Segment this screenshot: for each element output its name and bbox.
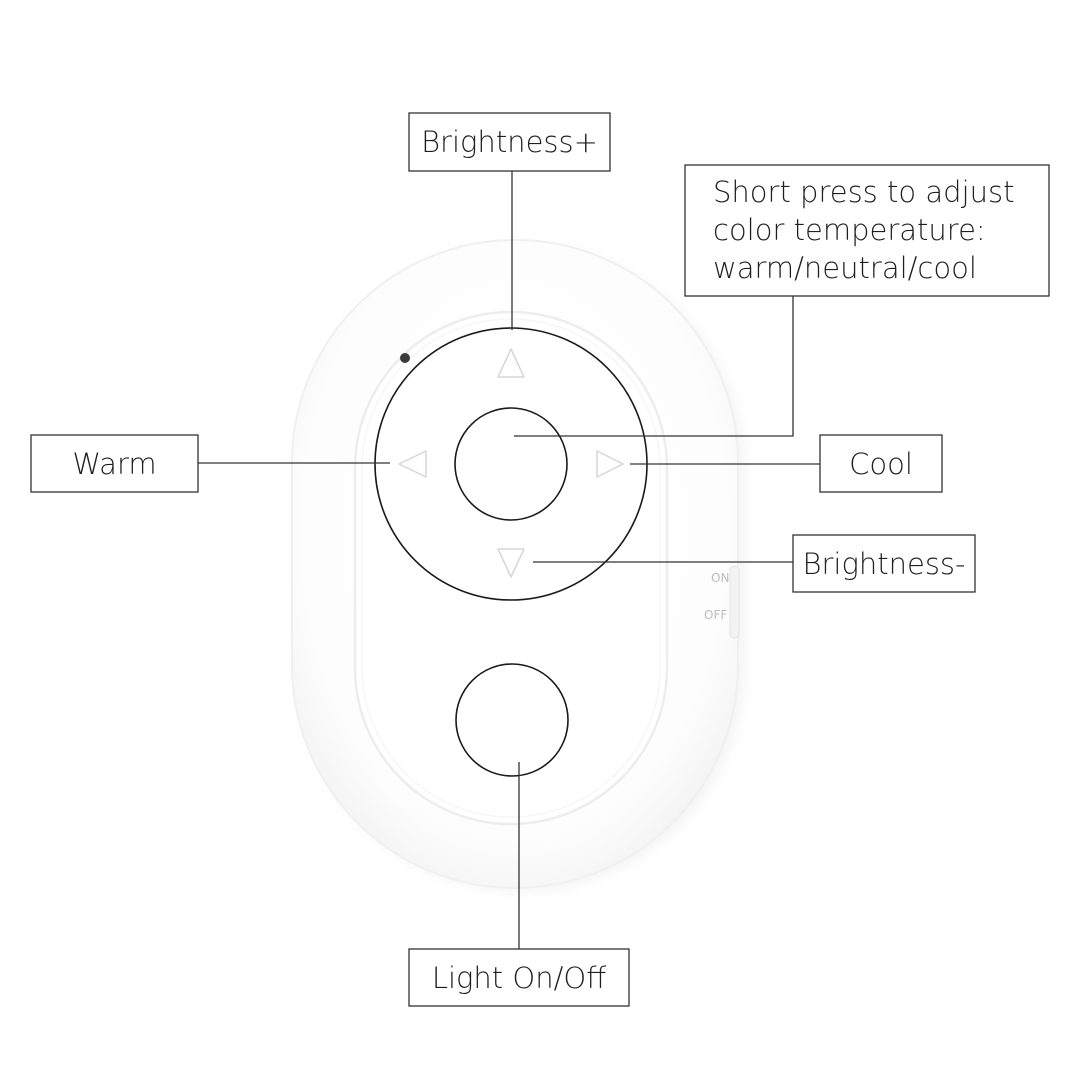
- callout-label-light-toggle: Light On/Off: [432, 961, 606, 995]
- callout-box: [684, 164, 1050, 297]
- power-switch[interactable]: ON OFF: [704, 565, 740, 639]
- callout-box: [408, 948, 630, 1007]
- callout-label-color-temp-line2: color temperature:: [713, 213, 986, 247]
- arrow-down-icon[interactable]: [497, 548, 525, 578]
- callout-cool: Cool: [819, 434, 943, 493]
- callout-brightness-up: Brightness+: [408, 112, 611, 172]
- remote-device: ON OFF: [291, 239, 744, 891]
- power-switch-slot[interactable]: [729, 565, 740, 639]
- callout-brightness-down: Brightness-: [792, 534, 976, 593]
- callout-light-toggle: Light On/Off: [408, 948, 630, 1007]
- callout-label-color-temp-line1: Short press to adjust: [713, 175, 1014, 209]
- callout-color-temperature: Short press to adjust color temperature:…: [684, 164, 1050, 297]
- indicator-led: [400, 353, 410, 363]
- center-button[interactable]: [454, 407, 568, 521]
- switch-off-label: OFF: [704, 608, 727, 622]
- callout-box: [819, 434, 943, 493]
- callout-label-warm: Warm: [72, 447, 156, 481]
- arrow-left-icon[interactable]: [398, 450, 427, 478]
- arrow-up-icon[interactable]: [497, 348, 525, 378]
- arrow-right-icon[interactable]: [596, 450, 624, 478]
- callout-label-brightness-down: Brightness-: [802, 547, 965, 581]
- leader-lines: [198, 171, 820, 949]
- callout-box: [408, 112, 611, 172]
- callout-label-cool: Cool: [849, 447, 913, 481]
- callout-label-brightness-up: Brightness+: [421, 125, 598, 159]
- leader-color-temp: [514, 296, 794, 437]
- callout-label-color-temp-line3: warm/neutral/cool: [713, 251, 977, 285]
- light-toggle-button[interactable]: [455, 663, 569, 777]
- device-inner-panel-edge: [361, 318, 661, 818]
- callout-warm: Warm: [30, 434, 199, 493]
- callout-box: [30, 434, 199, 493]
- switch-on-label: ON: [711, 571, 729, 585]
- callout-box: [792, 534, 976, 593]
